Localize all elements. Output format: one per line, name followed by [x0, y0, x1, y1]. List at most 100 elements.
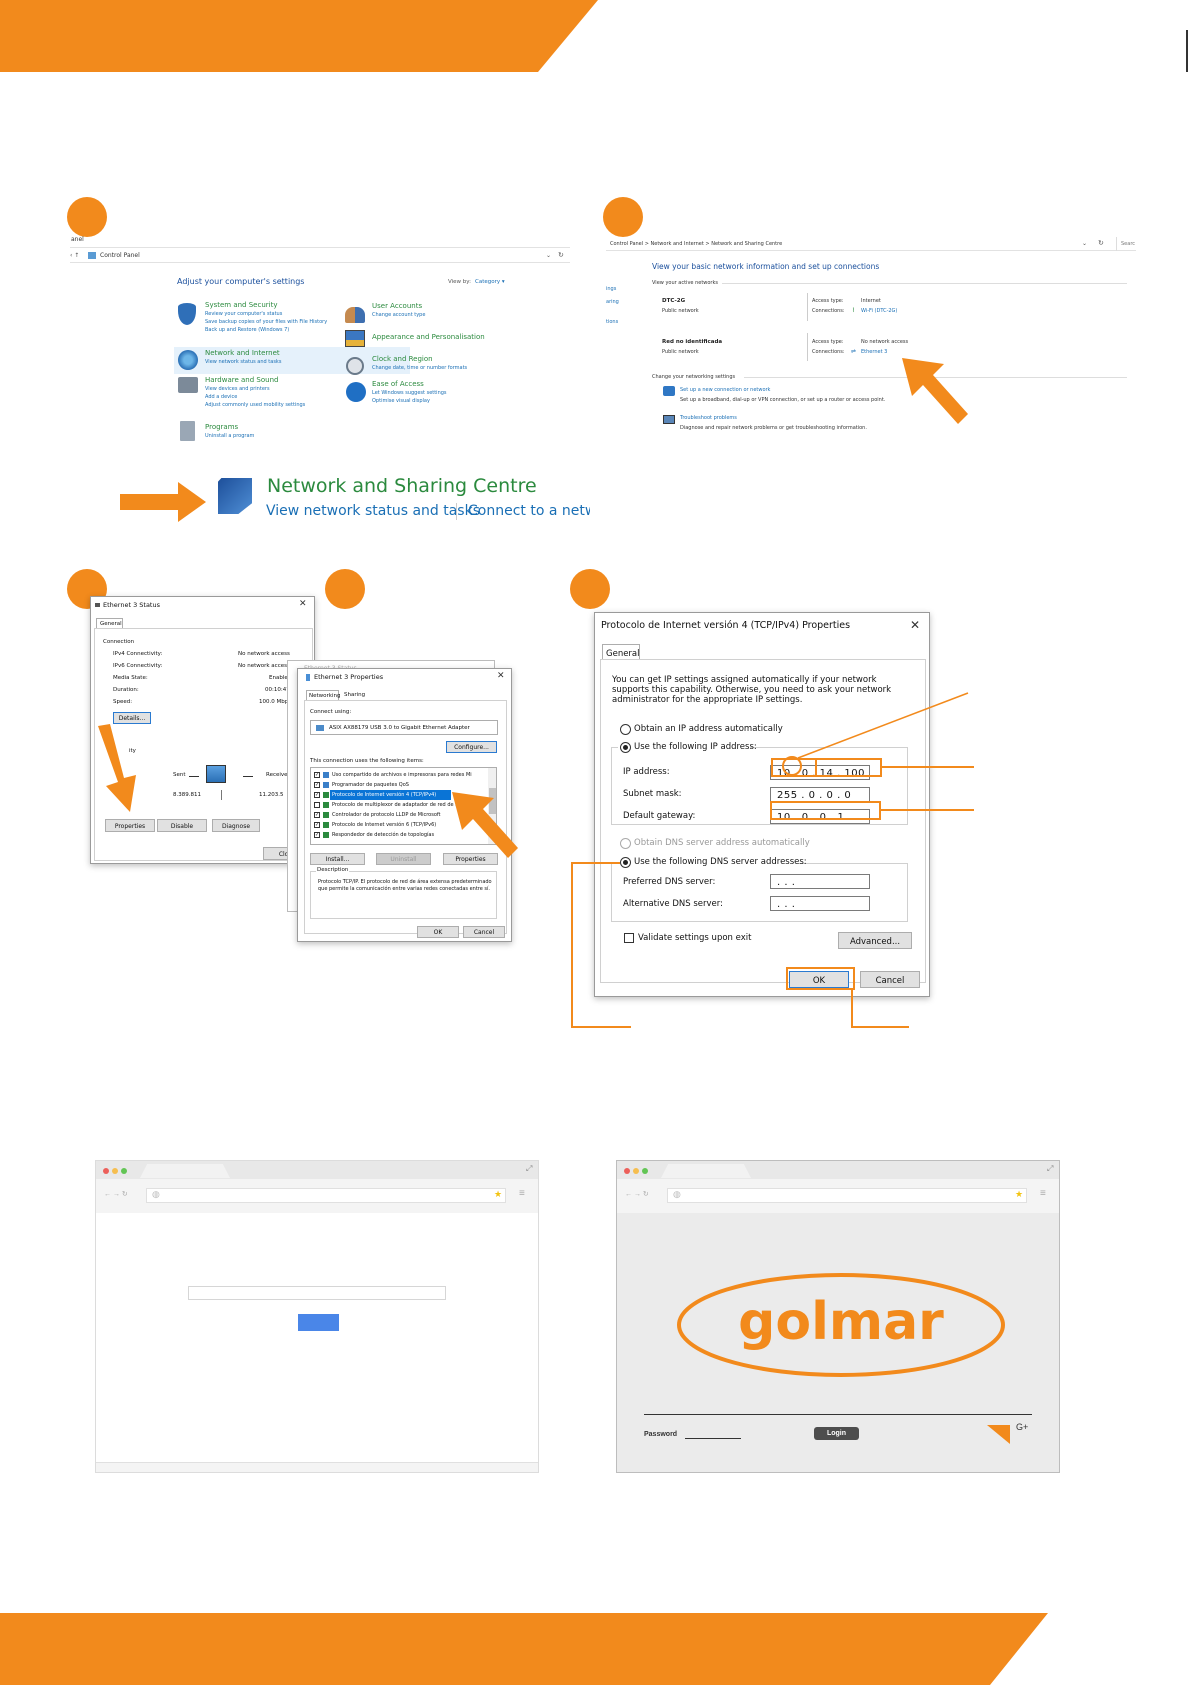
link-backup-restore[interactable]: Back up and Restore (Windows 7) [205, 327, 290, 333]
list-item[interactable]: ✓Uso compartido de archivos e impresoras… [314, 770, 486, 780]
radio-auto-ip[interactable] [620, 724, 631, 735]
password-input[interactable] [188, 1286, 446, 1300]
tab-general-5[interactable]: General [602, 644, 640, 660]
expand-icon[interactable]: ⤢ [526, 1164, 533, 1173]
view-by-select[interactable]: Category ▾ [475, 279, 505, 285]
zoom-status-link[interactable]: View network status and tasks [266, 503, 480, 519]
link-network-status[interactable]: View network status and tasks [205, 359, 282, 365]
task-troubleshoot[interactable]: Troubleshoot problems [680, 415, 737, 421]
sidebar-settings[interactable]: ings [606, 286, 617, 292]
tab-sharing[interactable]: Sharing [344, 692, 366, 698]
checkbox-icon[interactable]: ✓ [314, 772, 320, 778]
disable-button[interactable]: Disable [157, 819, 207, 832]
maximize-dot[interactable] [121, 1168, 127, 1174]
cat-user-accounts[interactable]: User Accounts [372, 302, 423, 310]
zoom-connect-link[interactable]: Connect to a network [468, 503, 590, 519]
list-item[interactable]: ✓Programador de paquetes QoS [314, 780, 486, 790]
star-icon-2[interactable]: ★ [1015, 1189, 1024, 1199]
url-bar-2[interactable] [667, 1188, 1027, 1203]
radio-use-ip[interactable] [620, 742, 631, 753]
link-suggest-settings[interactable]: Let Windows suggest settings [372, 390, 447, 396]
minimize-dot-2[interactable] [633, 1168, 639, 1174]
expand-icon-2[interactable]: ⤢ [1047, 1164, 1054, 1173]
scroll-thumb[interactable] [489, 788, 496, 814]
tab-networking[interactable]: Networking [306, 690, 340, 701]
refresh-icon[interactable]: ↻ [558, 251, 564, 259]
nav-buttons-icon-2[interactable]: ← → ↻ [625, 1191, 649, 1198]
list-item[interactable]: ✓Protocolo de Internet versión 6 (TCP/IP… [314, 820, 486, 830]
star-icon[interactable]: ★ [494, 1189, 503, 1199]
close-icon[interactable]: ✕ [299, 599, 307, 609]
close-dot[interactable] [103, 1168, 109, 1174]
login-button[interactable]: Login [814, 1427, 859, 1440]
tab-general[interactable]: General [96, 618, 123, 629]
list-item[interactable]: ✓Controlador de protocolo LLDP de Micros… [314, 810, 486, 820]
list-item[interactable]: ✓Respondedor de detección de topologías [314, 830, 486, 840]
list-item-selected[interactable]: ✓Protocolo de Internet versión 4 (TCP/IP… [314, 790, 486, 800]
menu-icon-2[interactable]: ≡ [1040, 1188, 1046, 1199]
list-scrollbar[interactable] [488, 768, 496, 844]
link-visual-display[interactable]: Optimise visual display [372, 398, 430, 404]
validate-checkbox[interactable] [624, 933, 634, 943]
sidebar-connections[interactable]: tions [606, 319, 619, 325]
subnet-mask-input[interactable]: 255 . 0 . 0 . 0 [770, 787, 870, 802]
properties-button[interactable]: Properties [105, 819, 155, 832]
nav-arrows[interactable]: ‹ ↑ [70, 252, 80, 259]
minimize-dot[interactable] [112, 1168, 118, 1174]
items-list[interactable]: ✓Uso compartido de archivos e impresoras… [310, 767, 497, 845]
checkbox-icon[interactable]: ✓ [314, 782, 320, 788]
submit-button[interactable] [298, 1314, 339, 1331]
uninstall-button[interactable]: Uninstall [376, 853, 431, 865]
cat-network-highlight[interactable] [174, 347, 410, 374]
link-review-status[interactable]: Review your computer's status [205, 311, 283, 317]
sidebar-sharing[interactable]: aring [606, 299, 619, 305]
cancel-button-5[interactable]: Cancel [860, 971, 920, 988]
ok-button-4[interactable]: OK [417, 926, 459, 938]
radio-use-dns[interactable] [620, 857, 631, 868]
preferred-dns-input[interactable]: . . . [770, 874, 870, 889]
diagnose-button[interactable]: Diagnose [212, 819, 260, 832]
ok-button-5[interactable]: OK [789, 971, 849, 988]
link-date-format[interactable]: Change date, time or number formats [372, 365, 468, 371]
cancel-button-4[interactable]: Cancel [463, 926, 505, 938]
nav-buttons-icon[interactable]: ← → ↻ [104, 1191, 128, 1198]
dropdown-icon-2[interactable]: ⌄ [1082, 240, 1088, 247]
close-icon-5[interactable]: ✕ [910, 618, 921, 632]
checkbox-icon[interactable] [314, 802, 320, 808]
browser-tab-2[interactable] [661, 1164, 751, 1178]
list-item[interactable]: Protocolo de multiplexor de adaptador de… [314, 800, 486, 810]
address-bar-2[interactable]: Control Panel > Network and Internet > N… [606, 237, 1136, 251]
cat-appearance[interactable]: Appearance and Personalisation [372, 333, 485, 341]
browser-tab[interactable] [140, 1164, 230, 1178]
menu-icon[interactable]: ≡ [519, 1188, 525, 1199]
dropdown-icon[interactable]: ⌄ [546, 252, 552, 259]
checkbox-icon[interactable]: ✓ [314, 792, 320, 798]
cat-clock-region[interactable]: Clock and Region [372, 355, 433, 363]
cat-system-security[interactable]: System and Security [205, 301, 278, 309]
password-field[interactable] [685, 1438, 741, 1439]
install-button[interactable]: Install... [310, 853, 365, 865]
cat-ease-access[interactable]: Ease of Access [372, 380, 424, 388]
configure-button[interactable]: Configure... [446, 741, 497, 753]
close-icon-4[interactable]: ✕ [497, 671, 505, 681]
details-button[interactable]: Details... [113, 712, 151, 724]
link-file-history[interactable]: Save backup copies of your files with Fi… [205, 319, 328, 325]
link-uninstall[interactable]: Uninstall a program [205, 433, 255, 439]
advanced-button[interactable]: Advanced... [838, 932, 912, 949]
link-add-device[interactable]: Add a device [205, 394, 238, 400]
radio-auto-dns[interactable] [620, 838, 631, 849]
url-bar[interactable] [146, 1188, 506, 1203]
checkbox-icon[interactable]: ✓ [314, 832, 320, 838]
maximize-dot-2[interactable] [642, 1168, 648, 1174]
link-devices-printers[interactable]: View devices and printers [205, 386, 270, 392]
cat-hardware-sound[interactable]: Hardware and Sound [205, 376, 279, 384]
link-account-type[interactable]: Change account type [372, 312, 426, 318]
conn-ethernet-link[interactable]: Ethernet 3 [861, 349, 888, 355]
cat-network-internet[interactable]: Network and Internet [205, 349, 280, 357]
link-mobility[interactable]: Adjust commonly used mobility settings [205, 402, 306, 408]
checkbox-icon[interactable]: ✓ [314, 812, 320, 818]
close-dot-2[interactable] [624, 1168, 630, 1174]
search-box[interactable]: Searc [1116, 237, 1136, 251]
zoom-network-title[interactable]: Network and Sharing Centre [267, 475, 537, 497]
refresh-icon-2[interactable]: ↻ [1098, 239, 1104, 247]
